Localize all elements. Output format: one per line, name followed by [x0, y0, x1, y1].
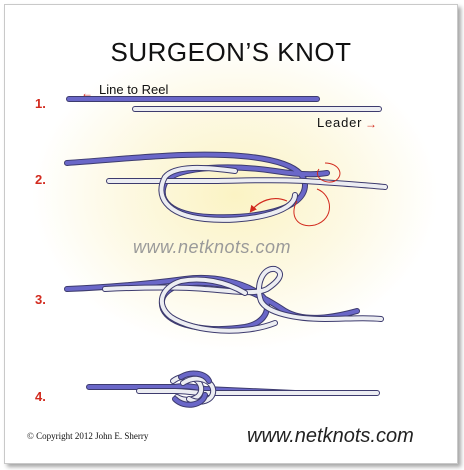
line-to-reel-arrow-icon: ←	[81, 86, 93, 100]
leader-label: Leader	[317, 115, 363, 130]
step-3-number: 3.	[35, 292, 46, 307]
diagram-card: SURGEON’S KNOT 1. 2. 3. 4. ← Line to Ree…	[4, 4, 458, 464]
knot-diagram	[64, 96, 388, 408]
leader-arrow-icon: →	[365, 117, 377, 131]
watermark: www.netknots.com	[133, 237, 292, 257]
step-1-lines	[66, 96, 382, 112]
step-4-lines	[86, 370, 380, 408]
line-to-reel-label: Line to Reel	[99, 82, 169, 97]
step-1-number: 1.	[35, 96, 46, 111]
step-2-lines	[64, 151, 388, 227]
step-3-lines	[64, 265, 384, 334]
copyright-text: © Copyright 2012 John E. Sherry	[27, 431, 149, 441]
page-title: SURGEON’S KNOT	[110, 37, 352, 67]
step-2-number: 2.	[35, 172, 46, 187]
step-4-number: 4.	[35, 389, 46, 404]
brand-url: www.netknots.com	[247, 425, 414, 447]
